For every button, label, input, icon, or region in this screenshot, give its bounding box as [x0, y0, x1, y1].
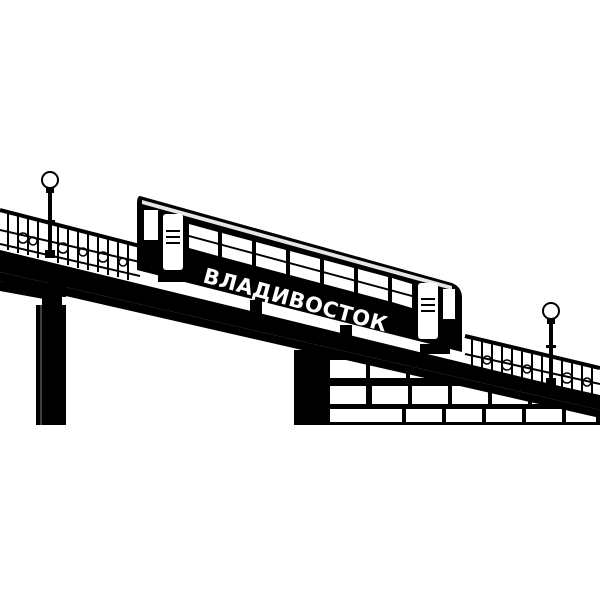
track-deck [0, 250, 600, 418]
street-lamp-icon [542, 302, 560, 386]
car-door-right [418, 283, 438, 339]
funicular-car-icon: ВЛАДИВОСТОК [137, 196, 462, 354]
railing-icon [0, 208, 141, 280]
street-lamp-icon [41, 171, 59, 258]
railing-icon [464, 334, 600, 398]
support-pillar-icon [36, 283, 66, 425]
car-door-left [163, 214, 183, 270]
